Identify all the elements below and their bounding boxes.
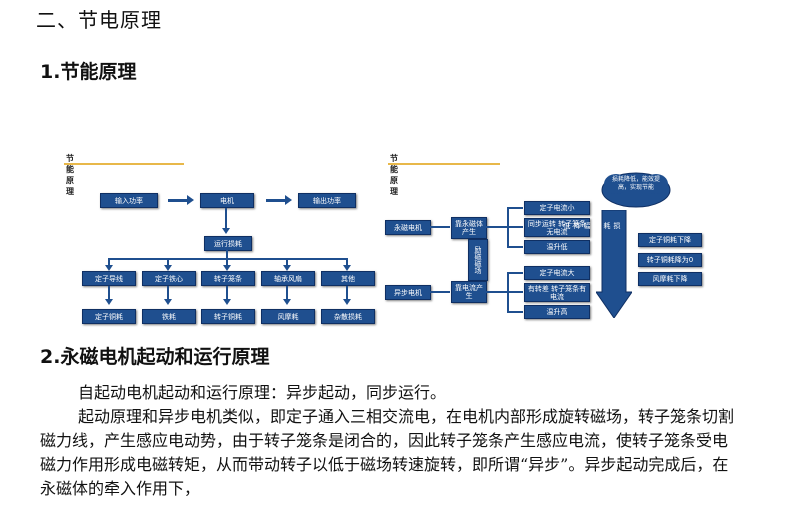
loss-rotor-copper: 转子铜耗 [201, 309, 255, 324]
pm-branch-t2 [507, 226, 523, 228]
arrow-motor-runloss [222, 208, 230, 234]
pm-branch-t1 [507, 207, 523, 209]
pm-branch-mid [496, 226, 508, 228]
async-branch-h [486, 291, 496, 293]
input-power-box: 输入功率 [100, 193, 158, 208]
fig2-title: 节能原理 [390, 154, 398, 196]
pm-field-box: 靠永磁体产生 [451, 217, 487, 239]
bus-drop-4 [283, 258, 291, 271]
motor-box: 电机 [200, 193, 254, 208]
category-other: 其他 [321, 271, 375, 286]
loss-reduction-arrow [596, 210, 632, 318]
pm-effect-low-current: 定子电流小 [524, 201, 590, 215]
arrow-cat-loss-5 [343, 286, 351, 305]
async-effect-slip: 有转差 转子笼条有电流 [524, 283, 590, 302]
fig2-title-underline [388, 163, 500, 165]
async-branch-t2 [507, 291, 523, 293]
connector-runloss [226, 250, 228, 258]
arrow-cat-loss-3 [223, 286, 231, 305]
category-rotor-bar: 转子笼条 [201, 271, 255, 286]
fig1-title-underline [64, 163, 184, 165]
bus-drop-2 [164, 258, 172, 271]
bus-drop-5 [343, 258, 351, 271]
result-windage: 风摩耗下降 [638, 272, 702, 286]
loss-iron: 铁耗 [142, 309, 196, 324]
section-heading: 二、节电原理 [36, 8, 162, 32]
arrow-input-motor [168, 195, 194, 205]
loss-windage: 风摩耗 [261, 309, 315, 324]
arrow-cat-loss-2 [164, 286, 172, 305]
subsection-heading-pm-motor: 2.永磁电机起动和运行原理 [40, 346, 270, 368]
async-effect-high-temp: 温升高 [524, 305, 590, 319]
pm-effect-sync: 同步运转 转子笼条无电流 [524, 218, 590, 237]
loss-reduction-arrow-text: 损耗大幅降低 [563, 222, 621, 229]
output-power-box: 输出功率 [298, 193, 356, 208]
category-stator-core: 定子铁心 [142, 271, 196, 286]
bus-drop-3 [223, 258, 231, 271]
current-field-box: 靠电流产生 [451, 281, 487, 303]
async-branch-mid [496, 291, 508, 293]
async-branch-t1 [507, 272, 523, 274]
arrow-cat-loss-1 [105, 286, 113, 305]
arrow-motor-output [266, 195, 292, 205]
run-loss-box: 运行损耗 [204, 236, 252, 251]
result-stator-copper: 定子铜耗下降 [638, 233, 702, 247]
pm-to-field-line [430, 226, 450, 228]
loss-stator-copper: 定子铜耗 [82, 309, 136, 324]
async-to-field-line [430, 291, 450, 293]
cloud-shape [601, 172, 671, 208]
subsection-heading-energy-saving: 1.节能原理 [40, 61, 137, 83]
async-branch-t3 [507, 311, 523, 313]
arrow-cat-loss-4 [283, 286, 291, 305]
pm-branch-h [486, 226, 496, 228]
async-effect-high-current: 定子电流大 [524, 266, 590, 280]
loss-stray: 杂散损耗 [321, 309, 375, 324]
pm-branch-t3 [507, 246, 523, 248]
pm-effect-low-temp: 温升低 [524, 240, 590, 254]
category-bearing-fan: 轴承风扇 [261, 271, 315, 286]
async-motor-box: 异步电机 [385, 285, 431, 300]
fig1-title: 节能原理 [66, 154, 74, 196]
paragraph-start-principle: 起动原理和异步电机类似，即定子通入三相交流电，在电机内部形成旋转磁场，转子笼条切… [40, 407, 735, 498]
paragraph-intro: 自起动电机起动和运行原理：异步起动，同步运行。 [78, 383, 447, 402]
category-stator-wire: 定子导线 [82, 271, 136, 286]
excitation-field-box: 励磁磁场 [468, 239, 488, 281]
result-rotor-copper: 转子铜耗降为0 [638, 253, 702, 267]
pm-motor-box: 永磁电机 [385, 220, 431, 235]
bus-drop-1 [105, 258, 113, 271]
cloud-text: 损耗降低，能效提高，实现节能 [612, 176, 661, 191]
